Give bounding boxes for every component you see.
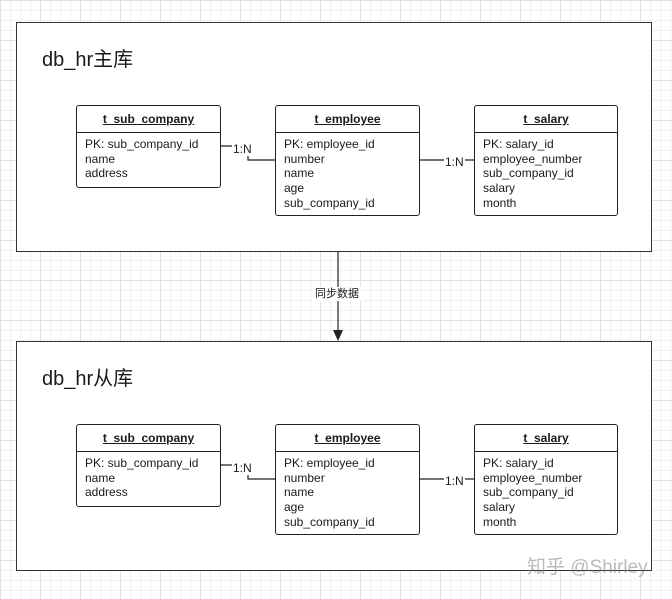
field: employee_number bbox=[483, 470, 583, 485]
table-name: t_salary bbox=[475, 425, 617, 452]
field-primary-key: PK: sub_company_id bbox=[85, 456, 199, 470]
field-primary-key: PK: employee_id bbox=[284, 456, 375, 470]
table-t-employee: t_employee PK: employee_id number name a… bbox=[275, 424, 420, 535]
field-list: PK: employee_id number name age sub_comp… bbox=[276, 133, 419, 211]
sync-arrow-head bbox=[333, 330, 343, 341]
watermark: 知乎 @Shirley bbox=[527, 557, 648, 578]
relation-label-employee-salary: 1:N bbox=[444, 474, 465, 488]
field-list: PK: sub_company_id name address bbox=[77, 452, 220, 500]
table-t-employee: t_employee PK: employee_id number name a… bbox=[275, 105, 420, 216]
field: address bbox=[85, 166, 128, 181]
table-name: t_salary bbox=[475, 106, 617, 133]
field-primary-key: PK: salary_id bbox=[483, 456, 554, 470]
field: number bbox=[284, 151, 325, 166]
field: sub_company_id bbox=[284, 514, 375, 529]
table-t-sub-company: t_sub_company PK: sub_company_id name ad… bbox=[76, 424, 221, 507]
table-t-salary: t_salary PK: salary_id employee_number s… bbox=[474, 424, 618, 535]
field: month bbox=[483, 514, 517, 529]
table-name: t_employee bbox=[276, 425, 419, 452]
field-list: PK: employee_id number name age sub_comp… bbox=[276, 452, 419, 530]
db-slave-container: db_hr从库 t_sub_company PK: sub_company_id… bbox=[16, 341, 652, 571]
field: age bbox=[284, 500, 305, 515]
field: name bbox=[284, 485, 315, 500]
field-primary-key: PK: sub_company_id bbox=[85, 137, 199, 151]
field: name bbox=[85, 470, 116, 485]
relation-label-sub-company-employee: 1:N bbox=[232, 142, 253, 156]
relation-label-employee-salary: 1:N bbox=[444, 155, 465, 169]
field: number bbox=[284, 470, 325, 485]
field: sub_company_id bbox=[284, 195, 375, 210]
field-primary-key: PK: salary_id bbox=[483, 137, 554, 151]
field-primary-key: PK: employee_id bbox=[284, 137, 375, 151]
db-slave-title: db_hr从库 bbox=[42, 368, 134, 390]
sync-label: 同步数据 bbox=[313, 287, 361, 301]
field-list: PK: salary_id employee_number sub_compan… bbox=[475, 133, 617, 211]
table-name: t_sub_company bbox=[77, 425, 220, 452]
field: employee_number bbox=[483, 151, 583, 166]
table-t-salary: t_salary PK: salary_id employee_number s… bbox=[474, 105, 618, 216]
field: month bbox=[483, 195, 517, 210]
table-t-sub-company: t_sub_company PK: sub_company_id name ad… bbox=[76, 105, 221, 188]
field: address bbox=[85, 485, 128, 500]
table-name: t_employee bbox=[276, 106, 419, 133]
field: sub_company_id bbox=[483, 485, 574, 500]
field: sub_company_id bbox=[483, 166, 574, 181]
field: age bbox=[284, 181, 305, 196]
field: salary bbox=[483, 181, 516, 196]
field: name bbox=[284, 166, 315, 181]
field-list: PK: sub_company_id name address bbox=[77, 133, 220, 181]
field-list: PK: salary_id employee_number sub_compan… bbox=[475, 452, 617, 530]
table-name: t_sub_company bbox=[77, 106, 220, 133]
field: salary bbox=[483, 500, 516, 515]
relation-label-sub-company-employee: 1:N bbox=[232, 461, 253, 475]
field: name bbox=[85, 151, 116, 166]
db-master-container: db_hr主库 t_sub_company PK: sub_company_id… bbox=[16, 22, 652, 252]
db-master-title: db_hr主库 bbox=[42, 49, 134, 71]
